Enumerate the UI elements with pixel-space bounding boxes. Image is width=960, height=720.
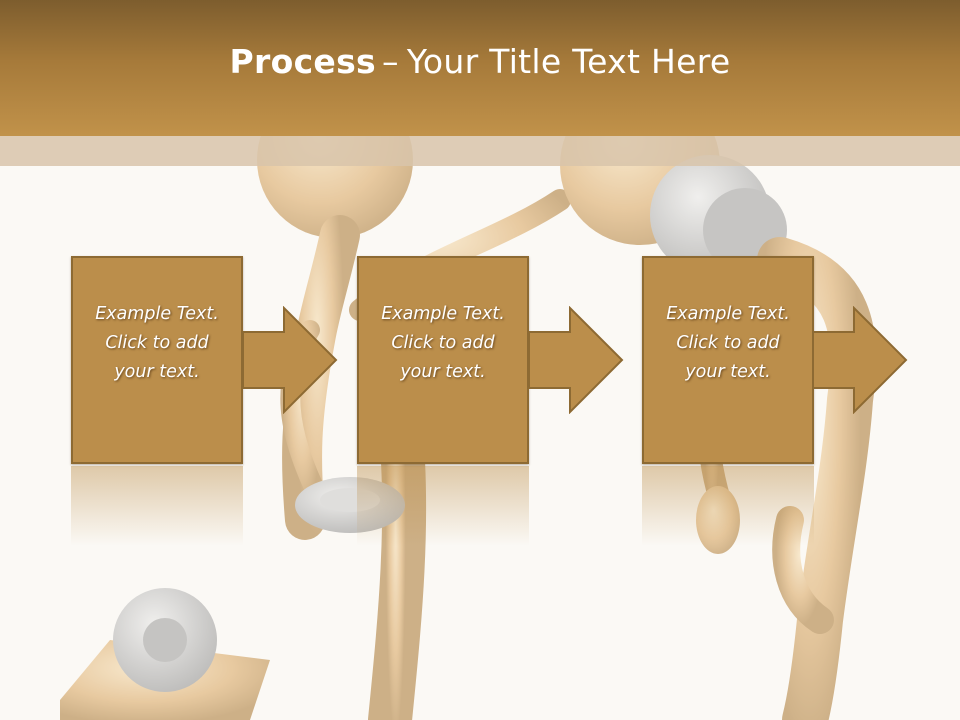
arrow-right-icon	[242, 306, 338, 414]
step-text-line: Example Text.	[381, 303, 505, 324]
step-box-1[interactable]: Example Text. Click to add your text.	[71, 256, 243, 464]
step-reflection	[357, 466, 529, 546]
step-text-line: your text.	[685, 361, 771, 382]
slide-title[interactable]: Process–Your Title Text Here	[230, 42, 731, 81]
step-reflection	[642, 466, 814, 546]
arrow-right-icon	[528, 306, 624, 414]
step-text-2[interactable]: Example Text. Click to add your text.	[368, 300, 518, 387]
step-box-2[interactable]: Example Text. Click to add your text.	[357, 256, 529, 464]
step-text-line: Click to add	[676, 332, 780, 353]
step-text-3[interactable]: Example Text. Click to add your text.	[653, 300, 803, 387]
step-text-line: your text.	[114, 361, 200, 382]
title-bold: Process	[229, 41, 376, 81]
header-band	[0, 136, 960, 166]
step-text-line: Click to add	[105, 332, 209, 353]
title-rest: Your Title Text Here	[406, 41, 731, 81]
step-text-1[interactable]: Example Text. Click to add your text.	[82, 300, 232, 387]
title-bar: Process–Your Title Text Here	[0, 0, 960, 136]
step-text-line: Click to add	[391, 332, 495, 353]
step-text-line: your text.	[400, 361, 486, 382]
step-box-3[interactable]: Example Text. Click to add your text.	[642, 256, 814, 464]
step-text-line: Example Text.	[95, 303, 219, 324]
step-reflection	[71, 466, 243, 546]
title-dash: –	[382, 41, 399, 81]
arrow-right-icon	[812, 306, 908, 414]
step-text-line: Example Text.	[666, 303, 790, 324]
